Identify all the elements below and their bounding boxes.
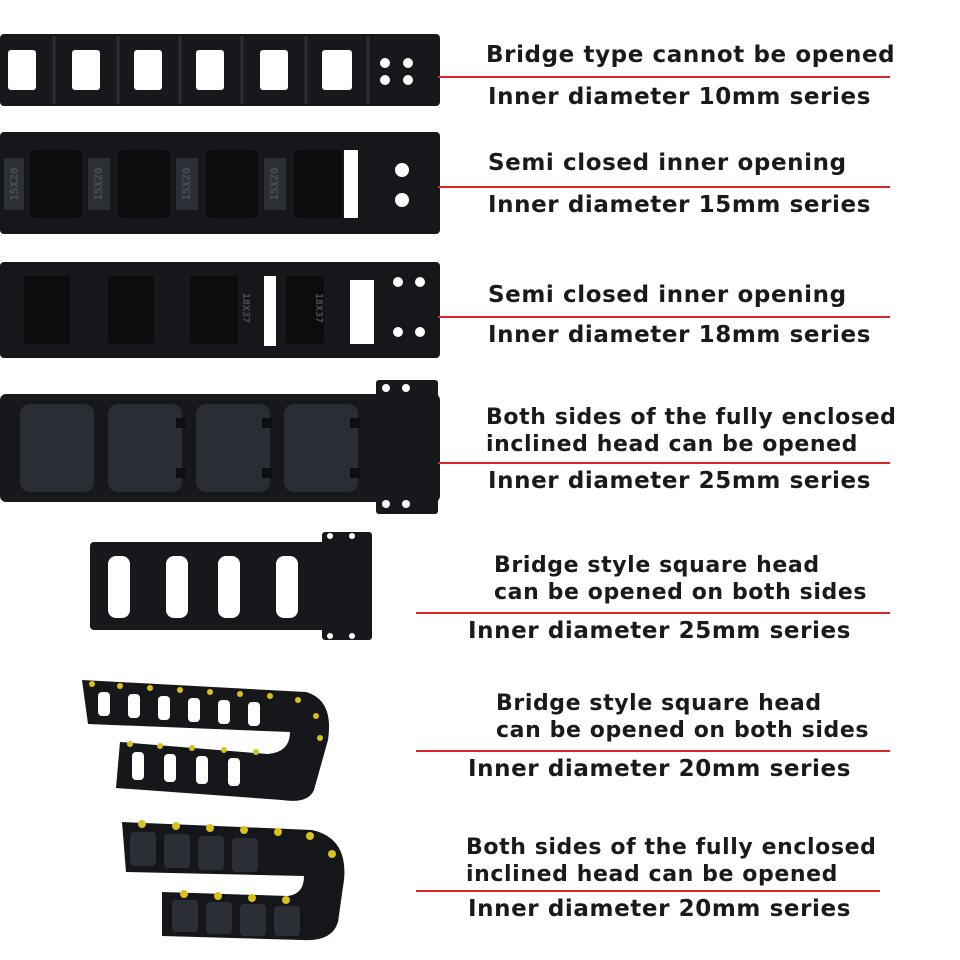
- item-4-description: Both sides of the fully enclosed incline…: [486, 404, 896, 458]
- chain-15mm-semi-closed-photo: 15X20 15X20 15X20 15X20: [0, 132, 440, 234]
- stamp-label: 15X20: [92, 167, 105, 200]
- item-3-description: Semi closed inner opening: [488, 282, 847, 308]
- stamp-label: 15X20: [180, 167, 193, 200]
- item-7-spec: Inner diameter 20mm series: [468, 896, 851, 922]
- item-1-rule: [438, 76, 890, 78]
- stamp-label: 15X20: [268, 167, 281, 200]
- item-2-description: Semi closed inner opening: [488, 150, 847, 176]
- item-4-description-line-1: Both sides of the fully enclosed: [486, 405, 897, 430]
- item-2-rule: [438, 186, 890, 188]
- item-7-description-line-2: inclined head can be opened: [466, 862, 839, 887]
- item-5-description-line-2: can be opened on both sides: [494, 580, 868, 605]
- item-5-rule: [416, 612, 890, 614]
- item-4-spec: Inner diameter 25mm series: [488, 468, 871, 494]
- item-7-description: Both sides of the fully enclosed incline…: [466, 834, 876, 888]
- stamp-label: 15X20: [8, 167, 21, 200]
- item-6-spec: Inner diameter 20mm series: [468, 756, 851, 782]
- stamp-label: 18X37: [240, 293, 251, 323]
- chain-25mm-fully-enclosed-photo: [0, 380, 440, 514]
- item-2-spec: Inner diameter 15mm series: [488, 192, 871, 218]
- item-1-spec: Inner diameter 10mm series: [488, 84, 871, 110]
- item-6-rule: [416, 750, 890, 752]
- item-6-description-line-1: Bridge style square head: [496, 691, 822, 716]
- item-4-description-line-2: inclined head can be opened: [486, 432, 859, 457]
- item-7-description-line-1: Both sides of the fully enclosed: [466, 835, 877, 860]
- item-6-description-line-2: can be opened on both sides: [496, 718, 870, 743]
- item-6-description: Bridge style square head can be opened o…: [496, 690, 869, 744]
- chain-25mm-bridge-square-photo: [90, 532, 372, 640]
- stamp-label: 18X37: [313, 293, 324, 323]
- item-3-spec: Inner diameter 18mm series: [488, 322, 871, 348]
- chain-20mm-bridge-square-photo: [82, 680, 330, 801]
- chain-10mm-bridge-photo: [0, 34, 440, 106]
- item-3-rule: [438, 316, 890, 318]
- item-5-description: Bridge style square head can be opened o…: [494, 552, 867, 606]
- item-5-spec: Inner diameter 25mm series: [468, 618, 851, 644]
- item-1-description: Bridge type cannot be opened: [486, 42, 896, 68]
- chain-18mm-semi-closed-photo: 18X37 18X37: [0, 262, 440, 358]
- item-5-description-line-1: Bridge style square head: [494, 553, 820, 578]
- item-4-rule: [438, 462, 890, 464]
- item-7-rule: [416, 890, 880, 892]
- chain-20mm-fully-enclosed-photo: [122, 820, 345, 941]
